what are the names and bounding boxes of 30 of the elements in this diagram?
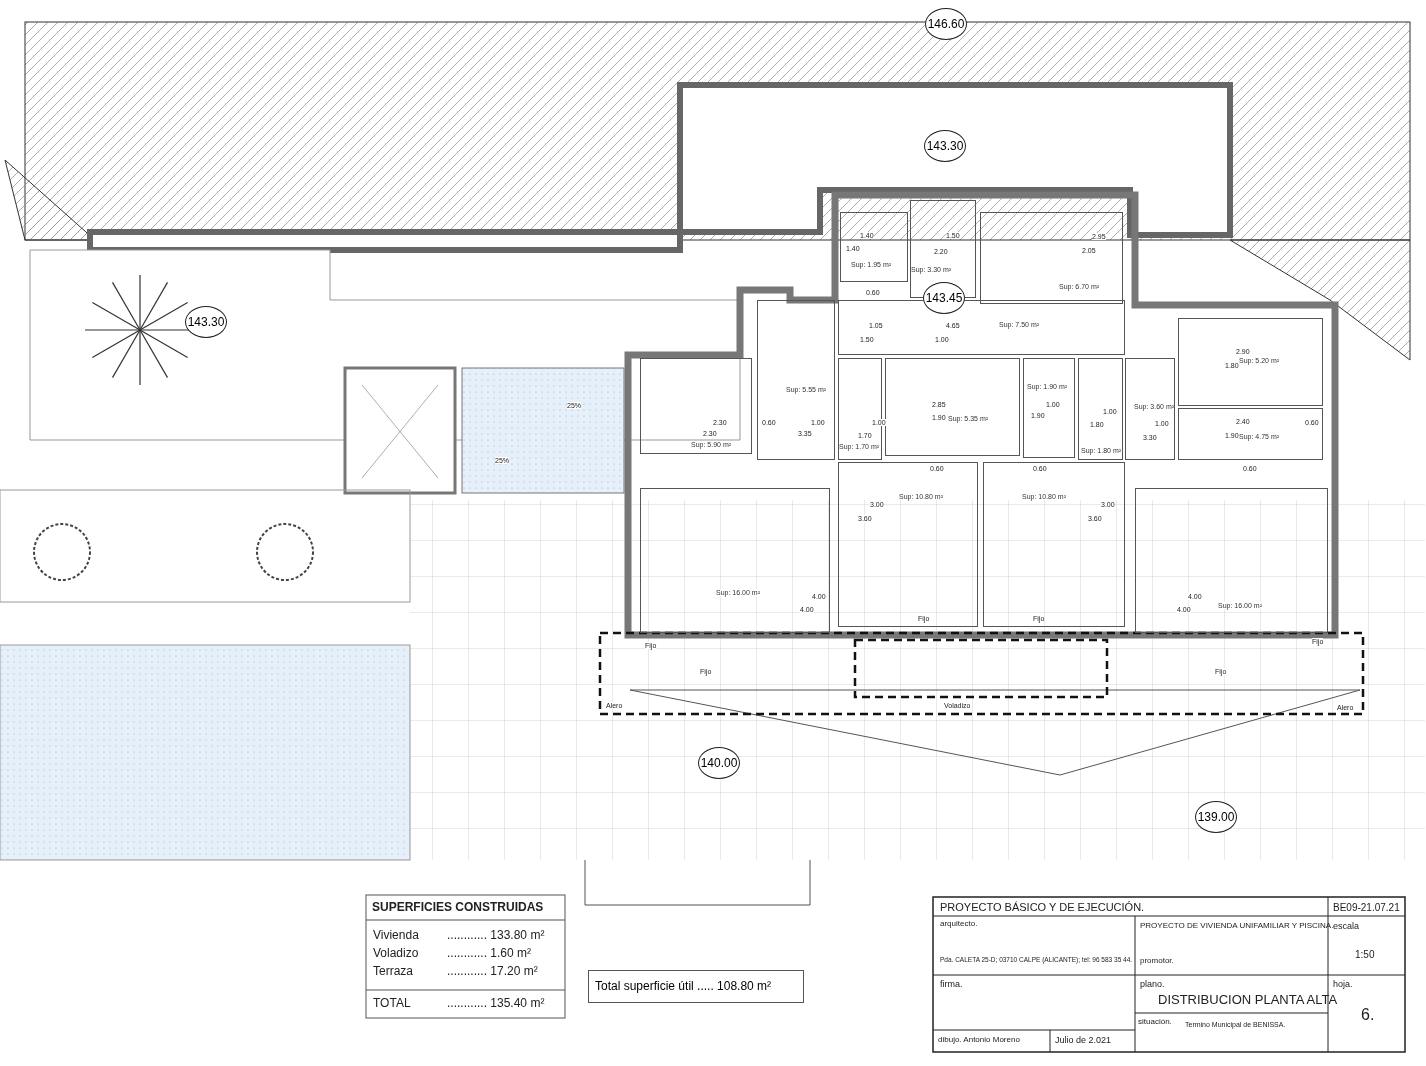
title-block-text: dibujo. Antonio Moreno	[938, 1036, 1020, 1044]
title-block-text: firma.	[940, 980, 963, 989]
table-text: ............ 17.20 m²	[447, 965, 538, 977]
table-text: ............ 135.40 m²	[447, 997, 545, 1009]
area-total-text: Total superficie útil ..... 108.80 m²	[595, 979, 772, 993]
table-text: SUPERFICIES CONSTRUIDAS	[372, 901, 544, 913]
table-text: Voladizo	[373, 947, 419, 959]
title-block-text: 1:50	[1355, 950, 1375, 960]
table-text: Vivienda	[373, 929, 419, 941]
title-block-text: PROYECTO DE VIVIENDA UNIFAMILIAR Y PISCINA.	[1140, 922, 1334, 930]
table-text: TOTAL	[373, 997, 411, 1009]
title-block-text: arquitecto.	[940, 920, 978, 928]
table-text: Terraza	[373, 965, 413, 977]
title-block-text: 6.	[1361, 1007, 1375, 1023]
room-outline	[1135, 488, 1328, 633]
elevation-marker: 143.45	[923, 282, 965, 314]
title-block-text: escala	[1333, 922, 1359, 931]
title-block-text: situación.	[1138, 1018, 1172, 1026]
area-summary-box	[588, 970, 804, 1003]
elevation-marker: 146.60	[925, 8, 967, 40]
title-block-text: plano.	[1140, 980, 1165, 989]
title-block-text: promotor.	[1140, 957, 1174, 965]
title-block-text: PROYECTO BÁSICO Y DE EJECUCIÓN.	[940, 902, 1145, 913]
room-outline	[640, 488, 830, 633]
title-block-text: BE09-21.07.21	[1333, 903, 1400, 913]
title-block-text: Julio de 2.021	[1055, 1036, 1112, 1045]
title-block-text: DISTRIBUCION PLANTA ALTA	[1158, 993, 1338, 1006]
table-text: ............ 1.60 m²	[447, 947, 532, 959]
title-block-text: hoja.	[1333, 980, 1353, 989]
table-text: ............ 133.80 m²	[447, 929, 545, 941]
